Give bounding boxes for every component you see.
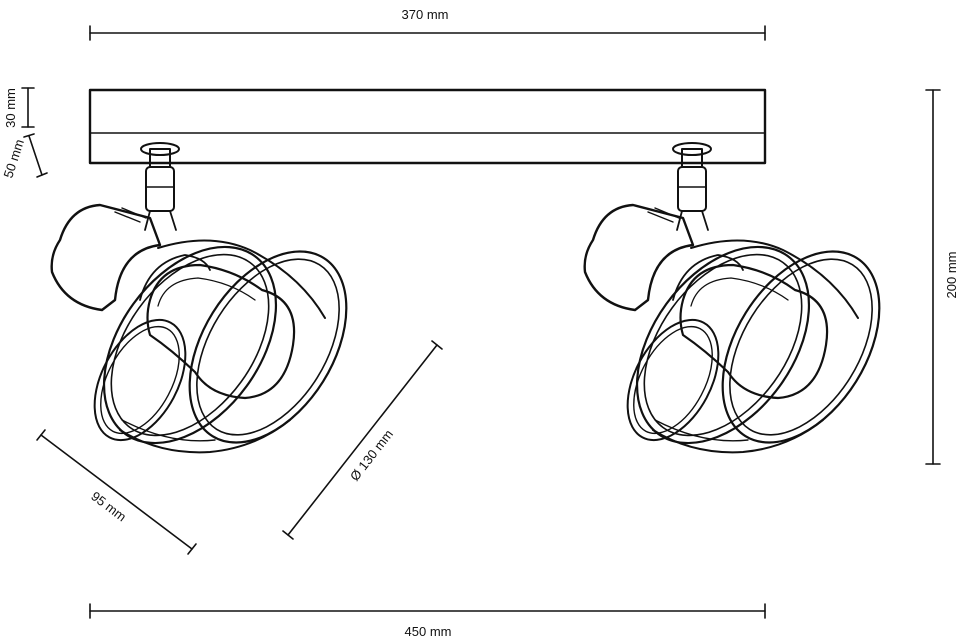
bulb-left	[139, 254, 296, 400]
dimension-total-height-label: 200 mm	[944, 252, 959, 299]
dimension-shade-diameter-label: Ø 130 mm	[347, 427, 396, 484]
dimension-stem-height-label: 50 mm	[0, 137, 27, 179]
dimension-bottom-width-label: 450 mm	[405, 624, 452, 639]
dimension-stem-height: 50 mm	[0, 133, 48, 180]
dimension-lamp-depth-label: 95 mm	[88, 488, 129, 524]
bulb-right	[672, 254, 829, 400]
spotlight-right	[583, 142, 881, 454]
spotlight-left	[50, 142, 348, 454]
dimension-top-width-label: 370 mm	[402, 7, 449, 22]
dimension-total-height: 200 mm	[925, 89, 959, 465]
lamp-housing-right	[583, 203, 695, 312]
lamp-housing-left	[50, 203, 162, 312]
dimension-base-height: 30 mm	[3, 87, 35, 128]
swivel-joint-right	[672, 142, 712, 231]
swivel-joint-left	[140, 142, 180, 231]
dimension-shade-diameter: Ø 130 mm	[282, 340, 443, 540]
ceiling-base-plate	[88, 88, 767, 165]
dimension-top-width: 370 mm	[89, 7, 766, 41]
wire-cage-left	[93, 239, 348, 454]
dimension-bottom-width: 450 mm	[89, 603, 766, 639]
dimension-lamp-depth: 95 mm	[36, 429, 197, 555]
wire-cage-right	[626, 239, 881, 454]
dimension-base-height-label: 30 mm	[3, 88, 18, 128]
